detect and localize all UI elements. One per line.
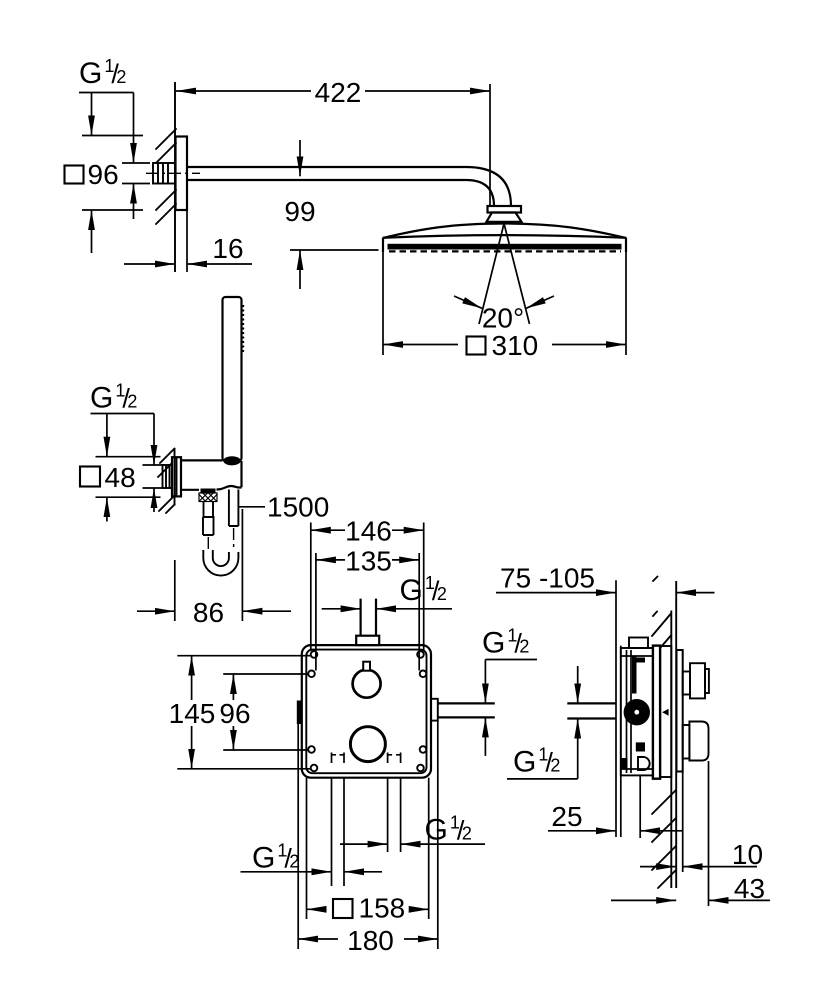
top-connection-stub	[355, 598, 381, 647]
dim-holes-v-outer-value: 145	[169, 698, 216, 729]
shower-hose	[202, 489, 240, 577]
volume-knob-side	[681, 720, 710, 762]
dim-flange-size-value: 96	[88, 159, 119, 190]
box-body-profile	[619, 636, 669, 777]
rear-supply-pipe	[567, 702, 616, 720]
dim-knob-offset: 43	[611, 761, 770, 906]
dim-holes-h-inner-value: 135	[345, 545, 392, 576]
dim-arm-length-value: 422	[315, 77, 362, 108]
arm-wall-flange	[146, 135, 200, 212]
dim-protrusion-value: 86	[193, 597, 224, 628]
dim-hose-length-value: 1500	[267, 492, 329, 523]
volume-control-opening	[348, 725, 387, 764]
square-section-symbol	[63, 164, 85, 185]
dim-body-size: 158	[305, 777, 430, 924]
dim-bracket-size-value: 48	[105, 462, 136, 493]
thermostat-knob-side	[681, 662, 710, 700]
dim-flange-depth: 16	[124, 210, 252, 272]
square-section-symbol	[78, 465, 102, 488]
dim-knob-offset-value: 43	[734, 873, 765, 904]
wall-line	[155, 82, 177, 272]
shower-holder	[161, 456, 243, 498]
dim-flange-depth-value: 16	[212, 233, 243, 264]
stick-base-shadow	[223, 456, 241, 466]
hose-nut	[198, 488, 218, 503]
dim-plate-offset-value: 10	[732, 839, 763, 870]
dim-swivel-angle-value: 20°	[482, 303, 524, 334]
spray-face-band	[387, 243, 622, 250]
dim-rear-offset: 25	[548, 775, 682, 838]
dim-swivel-angle: 20°	[453, 223, 555, 334]
dim-holes-h-inner: 135	[315, 545, 421, 671]
dim-rear-offset-value: 25	[551, 801, 582, 832]
spray-face-dots	[242, 304, 245, 353]
dim-head-size-value: 310	[492, 330, 539, 361]
dim-arm-length: 422	[176, 77, 491, 206]
dim-drop: 99	[284, 140, 379, 289]
left-connection-stub	[296, 700, 302, 724]
dim-holes-h-outer-value: 146	[345, 516, 392, 547]
dim-bracket-size: 48	[78, 414, 161, 522]
dim-body-size-value: 158	[359, 893, 406, 924]
square-section-symbol	[331, 897, 354, 920]
arm-ball-joint	[484, 204, 524, 223]
face-plate	[675, 649, 684, 773]
dim-holes-v-outer: 145	[169, 654, 311, 770]
bottom-ports	[330, 752, 402, 886]
square-section-symbol	[465, 335, 487, 356]
flow-arrow	[662, 708, 669, 716]
dim-plate-offset: 10	[640, 771, 763, 872]
thermostat-cartridge-opening	[351, 660, 382, 700]
dim-flange-size: 96	[63, 93, 143, 253]
cartridge-center-hole	[634, 709, 640, 715]
mounting-plate	[651, 644, 662, 780]
dim-holes-v-inner-value: 96	[219, 698, 250, 729]
dim-protrusion: 86	[137, 509, 291, 628]
dim-holes-h-outer: 146	[309, 516, 425, 652]
dim-install-depth: 75 -105	[496, 563, 715, 596]
dim-hose-length: 1500	[238, 492, 329, 523]
shower-arm	[187, 165, 513, 207]
dim-holes-v-inner: 96	[219, 673, 309, 751]
dim-install-depth-value: 75 -105	[500, 563, 595, 594]
hand-shower-stick	[221, 295, 245, 466]
dim-drop-value: 99	[284, 196, 315, 227]
dim-overall-width: 180	[297, 720, 439, 956]
dim-overall-width-value: 180	[347, 925, 394, 956]
dim-head-size: 310	[382, 252, 627, 361]
